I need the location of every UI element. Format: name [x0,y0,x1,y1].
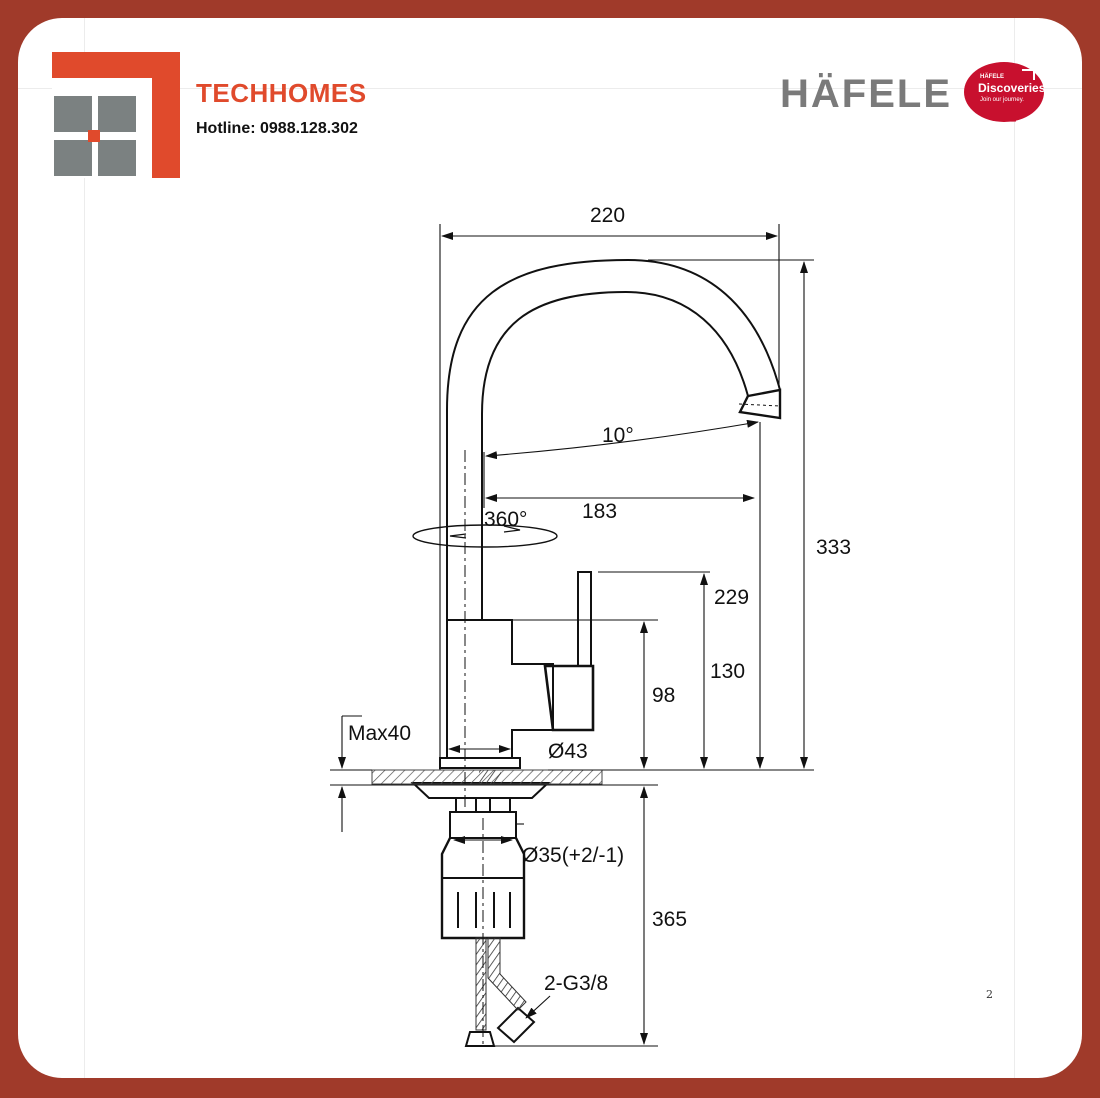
label-hole-diameter: Ø35(+2/-1) [522,844,624,867]
faucet-outline [410,258,782,1047]
rotation-ellipse [412,524,558,548]
label-handle-height: 229 [714,586,749,609]
lever-handle [577,571,592,667]
guide-line [84,18,85,1078]
label-reach: 183 [582,500,617,523]
badge-small-text: HÄFELE [980,74,1004,80]
leader-connection [525,995,551,1019]
label-lever-height: 130 [710,660,745,683]
spout-outer [446,258,781,620]
rotation-arrowhead-right [503,525,521,533]
supply-hose-left [475,937,487,1031]
label-rotation: 360° [484,508,527,531]
base-flange [439,757,521,769]
label-base-diameter: Ø43 [548,740,588,763]
label-max-counter: Max40 [348,722,411,745]
spout-inner [481,290,749,620]
supply-hose-through [479,770,501,784]
faucet-body [446,619,554,759]
dim-arc-10deg [485,419,759,460]
hose-fitting-right [496,1006,536,1044]
sleeve-ribs [457,892,511,928]
guide-line [18,88,1082,89]
center-lines [464,450,484,1048]
spout-nozzle [738,388,782,420]
hotline-text: Hotline: 0988.128.302 [196,120,358,137]
dimension-lines [338,232,808,1045]
label-swivel-angle: 10° [602,424,634,447]
label-width: 220 [590,204,625,227]
discoveries-badge: HÄFELE Discoveries Join our journey. [956,56,1048,126]
discoveries-badge-icon [964,62,1044,122]
dimension-labels: 220 333 183 10° 360° 229 130 98 Max40 Ø4… [348,204,851,995]
label-hose-length: 365 [652,908,687,931]
threaded-rod [475,798,491,812]
extension-lines [330,224,814,1047]
supply-hose-right [487,937,527,1011]
nozzle-aerator [738,403,781,407]
spec-sheet: TECHHOMES Hotline: 0988.128.302 HÄFELE H… [18,18,1082,1078]
page-number: 2 [986,988,993,1001]
label-height-total: 333 [816,536,851,559]
rotation-arrowhead-left [449,533,467,539]
guide-line [1014,18,1015,1078]
badge-main-text: Discoveries [978,81,1046,95]
brand-name: TECHHOMES [196,78,367,108]
techhomes-logo [52,52,180,178]
label-body-height: 98 [652,684,675,707]
hafele-wordmark: HÄFELE [780,72,952,116]
mount-stem [455,798,511,813]
label-connection: 2-G3/8 [544,972,608,995]
hose-fitting-left [464,1031,496,1047]
badge-sub-text: Join our journey. [980,97,1024,103]
faucet-technical-drawing: 220 333 183 10° 360° 229 130 98 Max40 Ø4… [330,204,851,1048]
